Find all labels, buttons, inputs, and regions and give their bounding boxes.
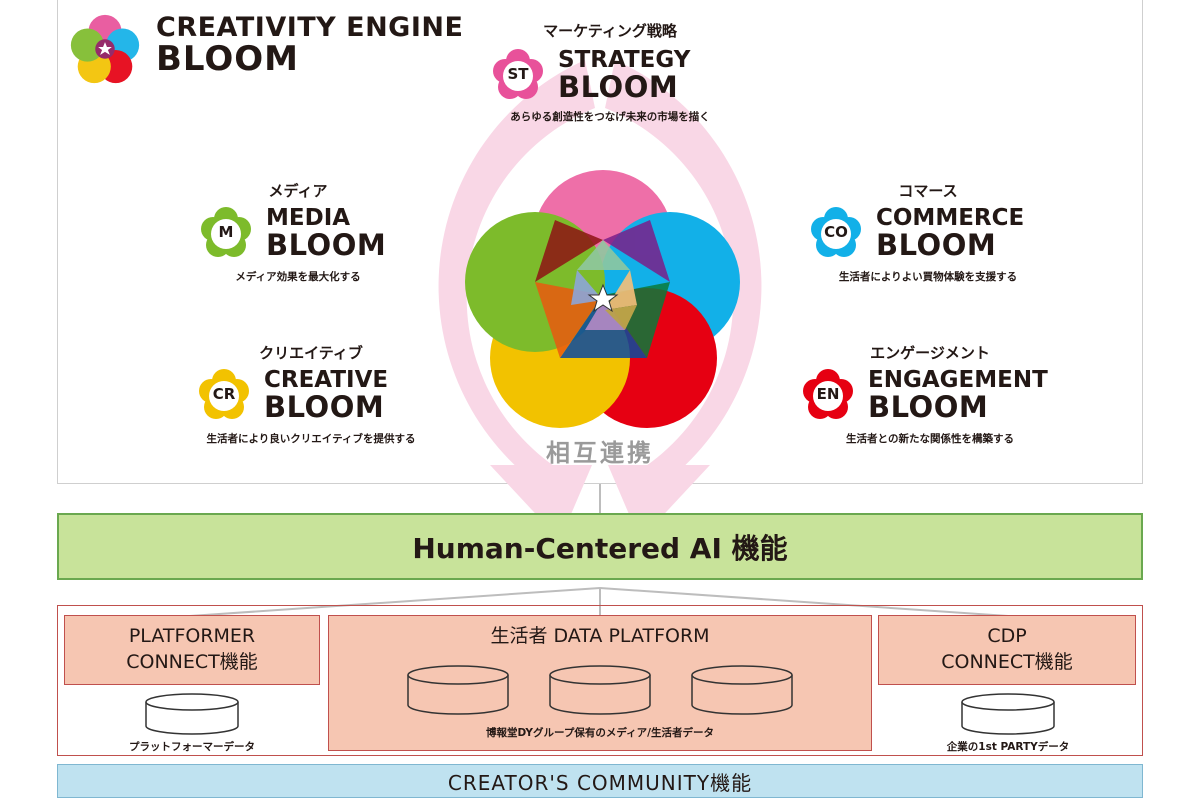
- brand-line1: CREATIVITY ENGINE: [156, 12, 464, 43]
- data-platform-db-label: 博報堂DYグループ保有のメディア/生活者データ: [485, 727, 715, 739]
- media-category: メディア: [268, 182, 328, 200]
- strategy-badge: ST: [507, 65, 529, 83]
- commerce-badge: CO: [824, 223, 848, 241]
- strategy-name1: STRATEGY: [558, 46, 691, 73]
- platformer-line1: PLATFORMER: [128, 625, 256, 647]
- creative-flower-icon: CR: [196, 367, 252, 423]
- cdp-line2: CONNECT機能: [941, 650, 1073, 673]
- media-name1: MEDIA: [266, 204, 351, 231]
- cdp-connect-box: CDP CONNECT機能: [878, 615, 1136, 685]
- ai-bar-label: Human-Centered AI 機能: [412, 531, 788, 565]
- engagement-name1: ENGAGEMENT: [868, 366, 1048, 393]
- platformer-database-icon: [145, 693, 239, 735]
- community-label: CREATOR'S COMMUNITY機能: [447, 770, 753, 795]
- commerce-category: コマース: [898, 182, 958, 200]
- commerce-bloom: コマース CO COMMERCE BLOOM 生活者によりよい買物体験を支援する: [808, 180, 1048, 284]
- strategy-desc: あらゆる創造性をつなげ未来の市場を描く: [510, 111, 710, 123]
- platformer-connect-box: PLATFORMER CONNECT機能: [64, 615, 320, 685]
- creative-bloom: クリエイティブ CR CREATIVE BLOOM 生活者により良いクリエイティ…: [196, 342, 426, 446]
- data-layer-frame: [57, 605, 1143, 756]
- creative-category: クリエイティブ: [259, 344, 363, 362]
- media-bloom: メディア M MEDIA BLOOM メディア効果を最大化する: [198, 180, 398, 284]
- strategy-category: マーケティング戦略: [543, 22, 677, 40]
- strategy-flower-icon: ST: [490, 47, 546, 103]
- creative-name1: CREATIVE: [264, 366, 389, 393]
- creative-badge: CR: [212, 385, 236, 403]
- engagement-flower-icon: EN: [800, 367, 856, 423]
- media-badge: M: [218, 223, 234, 241]
- brand-title: CREATIVITY ENGINE BLOOM: [156, 12, 464, 80]
- creative-name2: BLOOM: [264, 389, 385, 424]
- engagement-bloom: エンゲージメント EN ENGAGEMENT BLOOM 生活者との新たな関係性…: [800, 342, 1060, 446]
- engagement-badge: EN: [816, 385, 840, 403]
- engagement-desc: 生活者との新たな関係性を構築する: [846, 433, 1014, 445]
- cdp-data-label: 企業の1st PARTYデータ: [946, 741, 1070, 753]
- data-platform-databases: [407, 665, 793, 715]
- cdp-line1: CDP: [987, 625, 1027, 647]
- ai-to-data-connectors: [189, 587, 1009, 617]
- media-desc: メディア効果を最大化する: [235, 271, 361, 283]
- commerce-name1: COMMERCE: [876, 204, 1025, 231]
- creativity-engine-logo: [70, 14, 140, 84]
- commerce-flower-icon: CO: [808, 205, 864, 261]
- central-bloom-flower: [465, 170, 740, 428]
- strategy-name2: BLOOM: [558, 69, 679, 104]
- mutual-cooperation-label: 相互連携: [546, 439, 654, 467]
- brand-line2: BLOOM: [156, 39, 300, 80]
- engagement-name2: BLOOM: [868, 389, 989, 424]
- commerce-desc: 生活者によりよい買物体験を支援する: [838, 271, 1018, 283]
- human-centered-ai-bar: Human-Centered AI 機能: [57, 513, 1143, 580]
- media-flower-icon: M: [198, 205, 254, 261]
- platformer-line2: CONNECT機能: [126, 650, 258, 673]
- creators-community-bar: CREATOR'S COMMUNITY機能: [57, 764, 1143, 798]
- commerce-name2: BLOOM: [876, 227, 997, 262]
- engagement-category: エンゲージメント: [870, 344, 990, 362]
- cdp-database-icon: [961, 693, 1055, 735]
- creative-desc: 生活者により良いクリエイティブを提供する: [206, 433, 416, 445]
- media-name2: BLOOM: [266, 227, 387, 262]
- platformer-data-label: プラットフォーマーデータ: [129, 741, 255, 753]
- data-platform-title: 生活者 DATA PLATFORM: [490, 625, 710, 647]
- strategy-bloom: マーケティング戦略 ST STRATEGY BLOOM あらゆる創造性をつなげ未…: [490, 20, 730, 124]
